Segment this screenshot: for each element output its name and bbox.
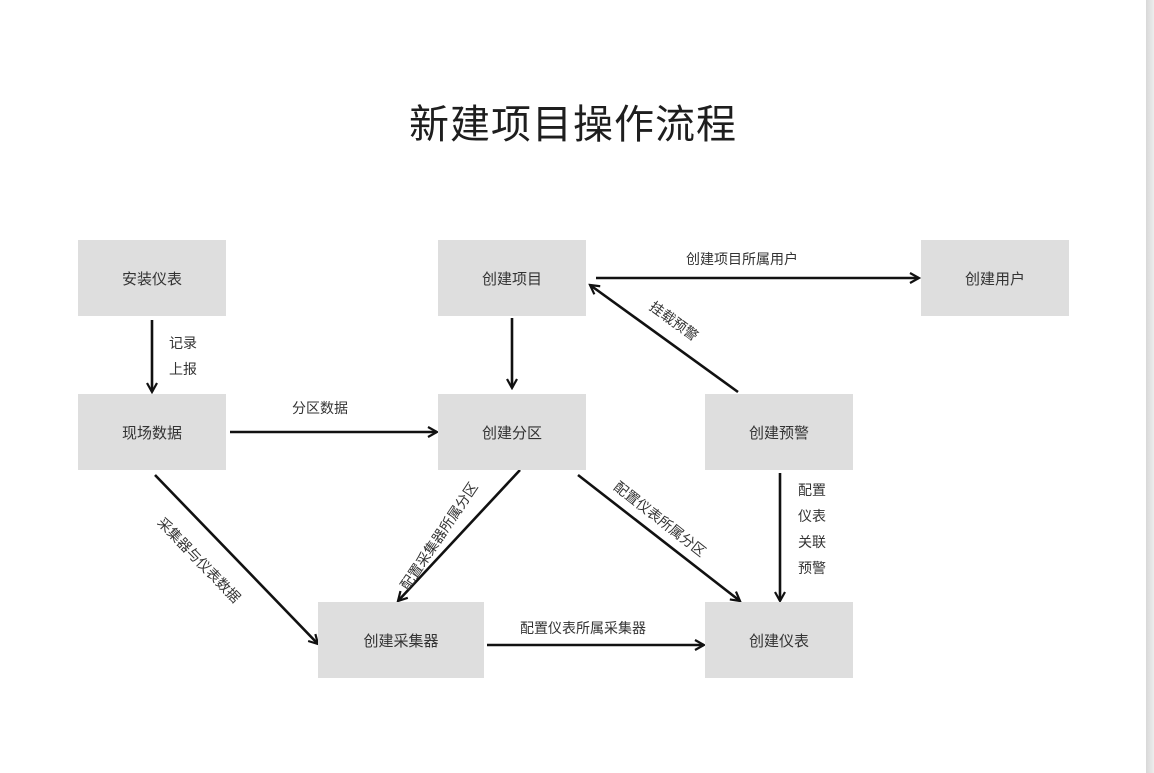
node-create-project: 创建项目: [438, 240, 586, 316]
node-field-data: 现场数据: [78, 394, 226, 470]
node-create-meter: 创建仪表: [705, 602, 853, 678]
edge-label-associate: 关联: [798, 535, 826, 551]
edge-label-project-user: 创建项目所属用户: [686, 252, 798, 268]
edge-label-alert: 预警: [798, 561, 826, 577]
edge-label-record: 记录: [169, 336, 197, 352]
node-create-collector: 创建采集器: [318, 602, 484, 678]
edge-label-partition-data: 分区数据: [292, 401, 348, 417]
edge-label-alert-link: 配置 仪表 关联 预警: [795, 478, 829, 582]
edge-partition-to-meter: [577, 473, 740, 601]
node-create-partition: 创建分区: [438, 394, 586, 470]
edge-alert-to-project: [590, 285, 739, 394]
edge-field-to-collector: [154, 474, 318, 644]
edge-label-report: 上报: [169, 362, 197, 378]
edge-label-record-report: 记录 上报: [166, 331, 200, 383]
diagram-title: 新建项目操作流程: [409, 102, 737, 148]
node-create-user: 创建用户: [921, 240, 1069, 316]
edge-label-meter: 仪表: [798, 509, 826, 525]
node-install-meter: 安装仪表: [78, 240, 226, 316]
node-create-alert: 创建预警: [705, 394, 853, 470]
edge-label-meter-collector: 配置仪表所属采集器: [520, 621, 646, 637]
edge-label-configure: 配置: [798, 483, 826, 499]
page-edge: [1146, 0, 1154, 773]
edge-partition-to-collector: [398, 469, 521, 601]
